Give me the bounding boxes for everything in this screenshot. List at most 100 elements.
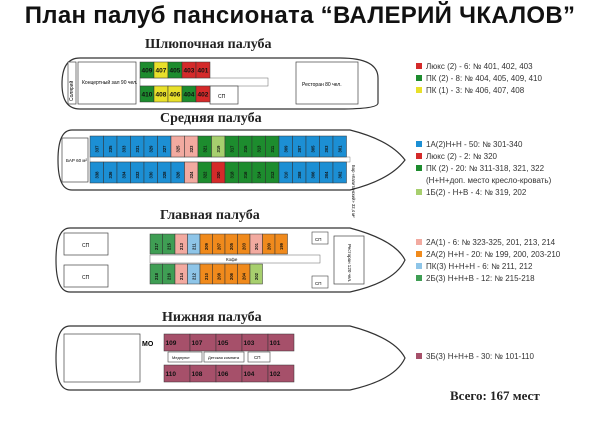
cabin <box>267 333 295 352</box>
cabin-number: 199 <box>279 242 284 250</box>
main-restaurant-label: Ресторан 120 чел. <box>347 244 352 282</box>
cabin-number: 310 <box>283 171 288 179</box>
cabin-number: 108 <box>192 371 203 378</box>
main-wc-2-label: СП <box>82 275 90 281</box>
cabin-number: 208 <box>216 272 221 280</box>
cabin-number: 405 <box>170 68 181 75</box>
legend-text: (Н+Н+доп. место кресло-кровать) <box>426 176 552 185</box>
cabin-number: 214 <box>179 272 184 280</box>
cabin-number: 329 <box>148 145 153 153</box>
cabin-number: 316 <box>243 171 248 179</box>
cabin-number: 106 <box>218 371 229 378</box>
cabin-number: 322 <box>202 171 207 179</box>
cabin-number: 336 <box>108 171 113 179</box>
cabin-number: 212 <box>191 272 196 280</box>
cabin-number: 210 <box>204 272 209 280</box>
legend-item: 1Б(2) - Н+В - 4: № 319, 202 <box>416 188 551 197</box>
lower-kids-room <box>203 351 245 363</box>
cabin-number: 301 <box>337 145 342 153</box>
main-restaurant <box>333 235 365 285</box>
cabin-number: 216 <box>166 272 171 280</box>
main-wc-4-label: СП <box>315 281 321 286</box>
deck-title-lower: Нижняя палуба <box>162 310 262 325</box>
legend-text: 2А(1) - 6: № 323-325, 201, 213, 214 <box>426 238 556 247</box>
cabin-number: 406 <box>170 92 181 99</box>
legend-item: 2А(1) - 6: № 323-325, 201, 213, 214 <box>416 238 560 247</box>
cabin-number: 201 <box>254 242 259 250</box>
middle-bar-label: БАР 60 м² <box>66 158 87 163</box>
cabin-number: 309 <box>283 145 288 153</box>
legend-text: 3Б(3) Н+Н+В - 30: № 101-110 <box>426 352 534 361</box>
legend-item: Люкс (2) - 2: № 320 <box>416 152 551 161</box>
legend-swatch <box>416 353 422 359</box>
legend-text: ПК (2) - 20: № 311-318, 321, 322 <box>426 164 545 173</box>
cabin-number: 334 <box>121 171 126 179</box>
legend-item: ПК (2) - 8: № 404, 405, 409, 410 <box>416 74 542 83</box>
cabin-number: 324 <box>189 171 194 179</box>
deck-title-middle: Средняя палуба <box>160 111 262 126</box>
cabin-number: 408 <box>156 92 167 99</box>
cabin-number: 204 <box>241 272 246 280</box>
lower-kids-room-label: Детская комната <box>208 355 240 360</box>
deck-title-boat: Шлюпочная палуба <box>145 37 272 52</box>
middle-bar <box>61 137 89 183</box>
legend-swatch <box>416 263 422 269</box>
boat-concert-hall-label: Концертный зал 90 чел. <box>82 79 137 86</box>
legend-item: ПК(3) Н+Н+Н - 6: № 211, 212 <box>416 262 560 271</box>
main-corridor <box>149 254 321 264</box>
cabin-number: 207 <box>216 242 221 250</box>
cabin-number: 302 <box>337 171 342 179</box>
lower-mo-label: МО <box>142 341 154 348</box>
cabin-number: 338 <box>94 171 99 179</box>
legend-text: 2А(2) Н+Н - 20: № 199, 200, 203-210 <box>426 250 561 259</box>
lower-medpoint <box>167 351 203 363</box>
total-seats: Всего: 167 мест <box>450 388 540 403</box>
cabin-number: 107 <box>192 340 203 347</box>
legend-main: 2А(1) - 6: № 323-325, 201, 213, 214 2А(2)… <box>416 238 560 286</box>
legend-text: ПК (1) - 3: № 406, 407, 408 <box>426 86 525 95</box>
cabin-number: 104 <box>244 371 255 378</box>
cabin <box>195 85 211 103</box>
legend-swatch <box>416 189 422 195</box>
legend-item: Люкс (2) - 6: № 401, 402, 403 <box>416 62 542 71</box>
boat-solarium <box>67 61 77 105</box>
cabin-number: 331 <box>135 145 140 153</box>
cabin-number: 318 <box>229 171 234 179</box>
cabin-number: 407 <box>156 68 167 75</box>
cabin-number: 410 <box>142 92 153 99</box>
legend-text: Люкс (2) - 2: № 320 <box>426 152 497 161</box>
legend-item: ПК (1) - 3: № 406, 407, 408 <box>416 86 542 95</box>
legend-text: 1Б(2) - Н+В - 4: № 319, 202 <box>426 188 527 197</box>
legend-swatch <box>416 153 422 159</box>
cabin-number: 409 <box>142 68 153 75</box>
cabin <box>195 61 211 79</box>
cabin-number: 404 <box>184 92 195 99</box>
cabin-number: 401 <box>198 68 209 75</box>
lower-medpoint-label: Медпункт <box>172 355 190 360</box>
cabin-number: 102 <box>270 371 281 378</box>
boat-wc-label: СП <box>218 94 226 100</box>
cabin-number: 319 <box>216 145 221 153</box>
main-wc-3-label: СП <box>315 237 321 242</box>
middle-corridor <box>89 156 351 163</box>
cabin-number: 109 <box>166 340 177 347</box>
cabin-number: 333 <box>121 145 126 153</box>
cabin-number: 306 <box>310 171 315 179</box>
cabin-number: 314 <box>256 171 261 179</box>
boat-corridor <box>139 77 269 87</box>
cabin-number: 403 <box>184 68 195 75</box>
main-cafe-label: Кофе <box>226 257 238 262</box>
legend-text: 2Б(3) Н+Н+В - 12: № 215-218 <box>426 274 535 283</box>
boat-restaurant <box>295 61 359 105</box>
lower-wc-label: СП <box>254 355 260 360</box>
